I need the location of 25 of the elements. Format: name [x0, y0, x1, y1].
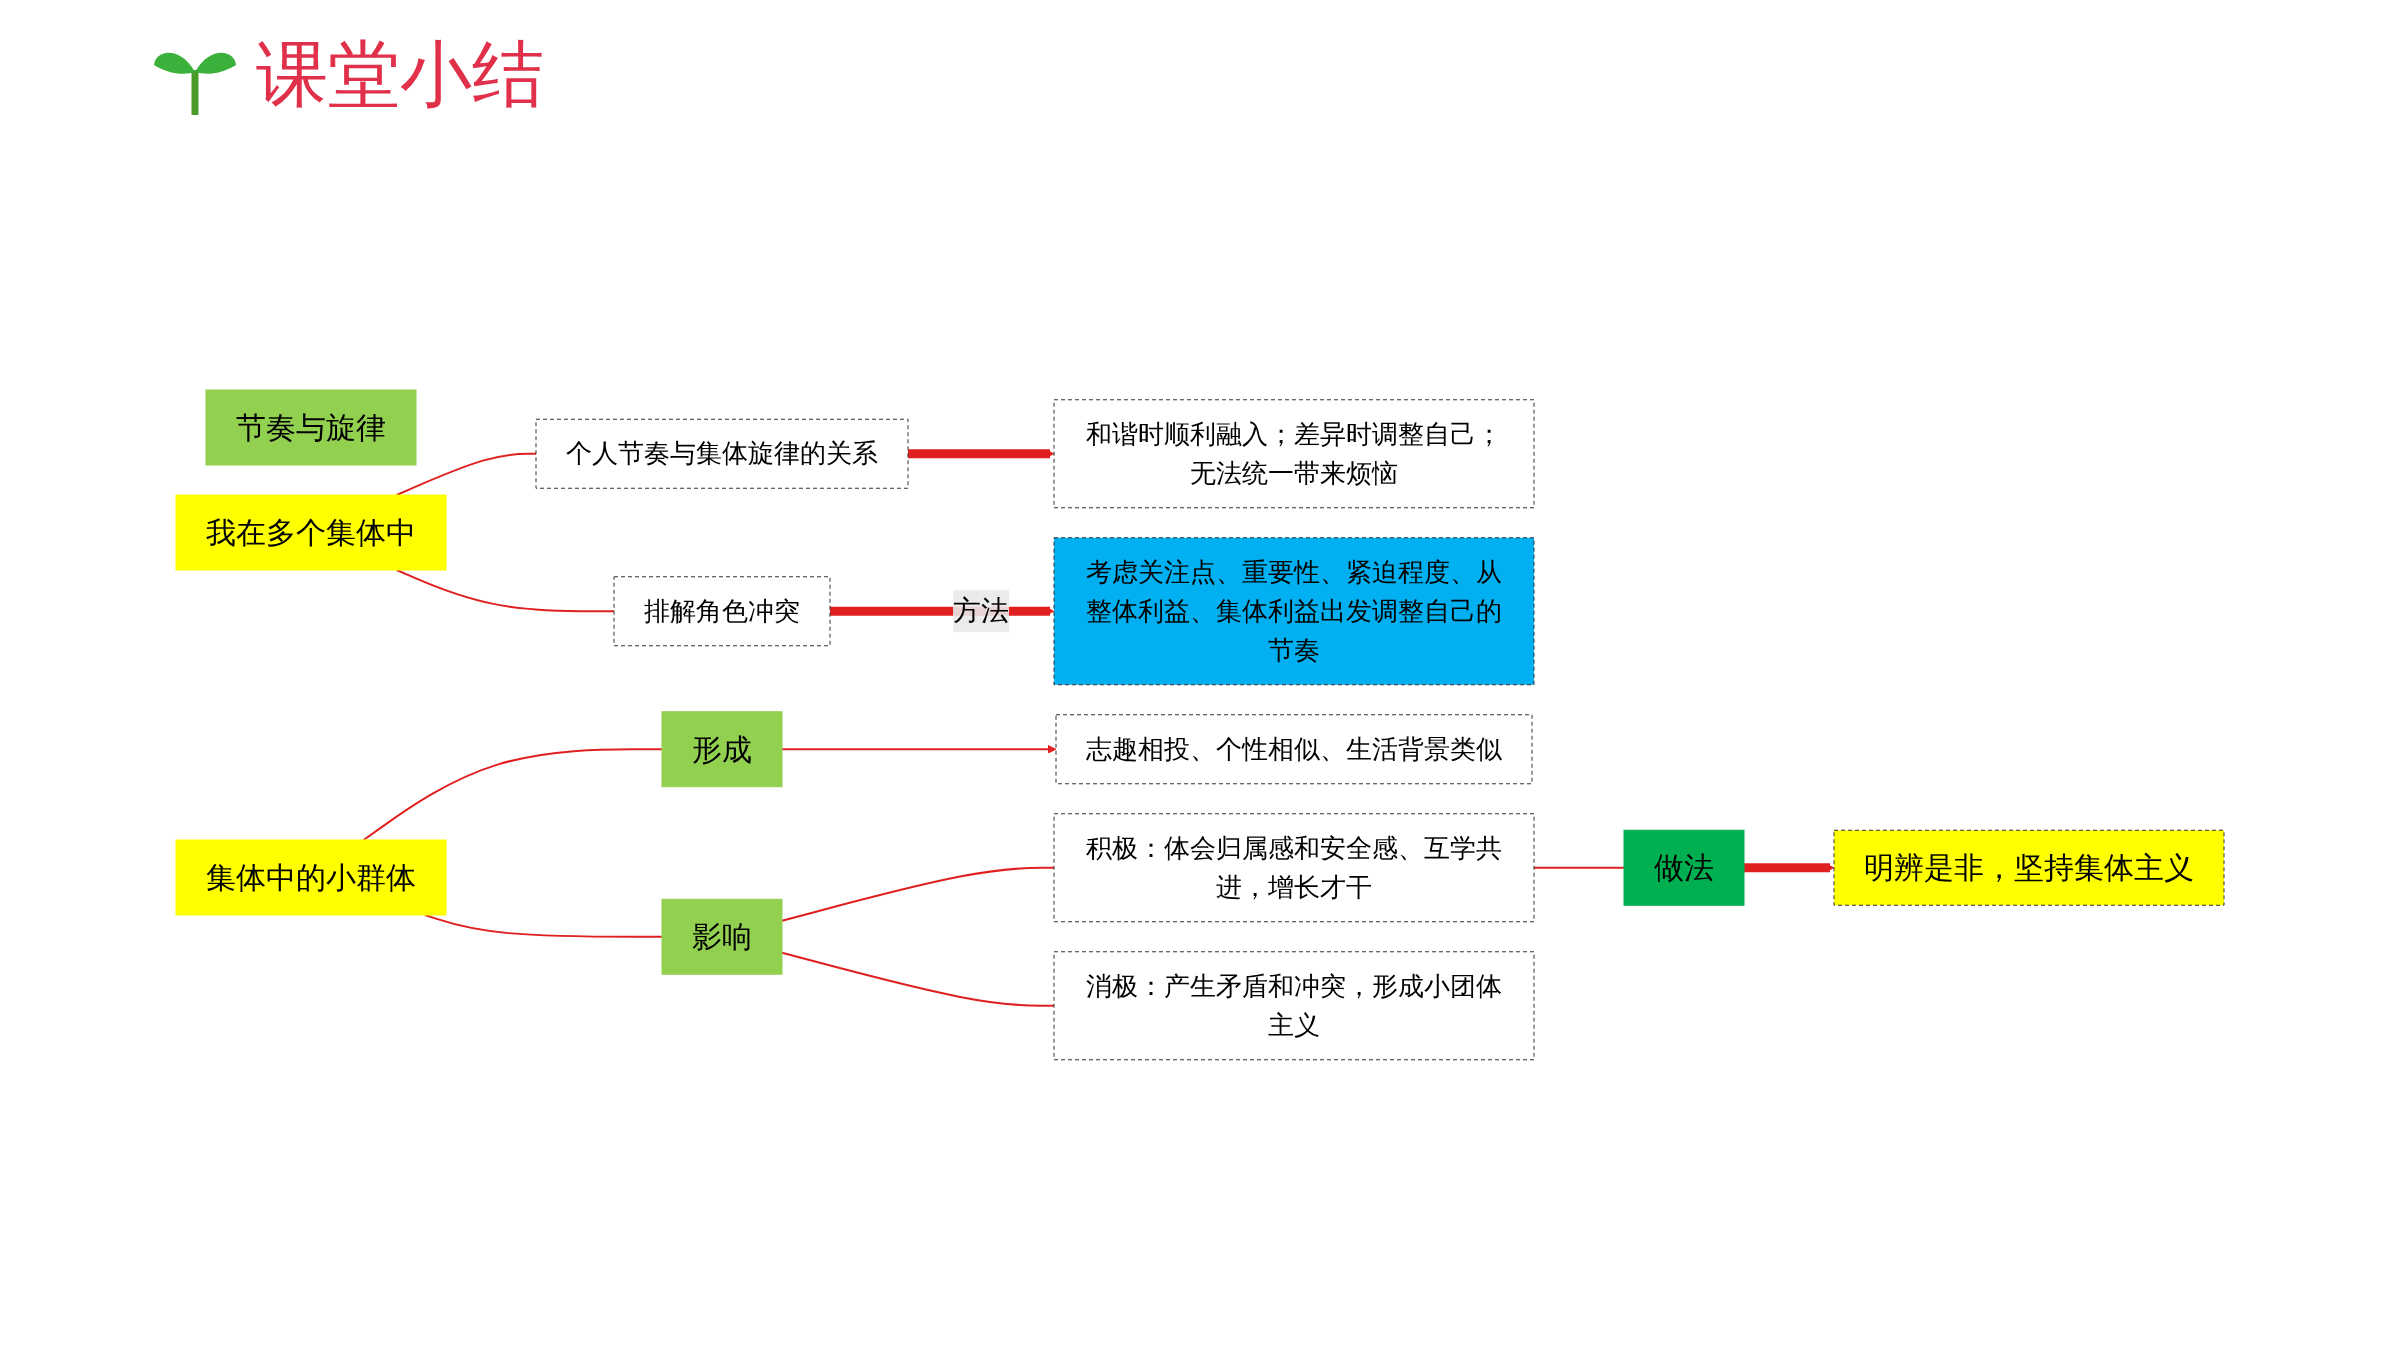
connector — [781, 866, 1055, 922]
connector — [395, 569, 615, 613]
node-box: 我在多个集体中 — [175, 494, 447, 571]
node-box: 志趣相投、个性相似、生活背景类似 — [1055, 714, 1533, 785]
slide-title: 课堂小结 — [256, 31, 544, 118]
node-box: 明辨是非，坚持集体主义 — [1833, 829, 2225, 906]
connector — [1533, 866, 1625, 869]
connector — [362, 748, 663, 842]
node-box: 考虑关注点、重要性、紧迫程度、从整体利益、集体利益出发调整自己的节奏 — [1053, 537, 1535, 686]
node-box: 排解角色冲突 — [613, 576, 831, 647]
node-box: 积极：体会归属感和安全感、互学共进，增长才干 — [1053, 813, 1535, 923]
connector — [395, 452, 537, 497]
connector — [781, 951, 1055, 1007]
arrow — [908, 449, 1055, 459]
node-box: 形成 — [661, 711, 783, 788]
arrow — [1744, 863, 1835, 873]
node-box: 影响 — [661, 898, 783, 975]
node-box: 节奏与旋律 — [205, 389, 417, 466]
arrow — [781, 745, 1057, 754]
node-box: 和谐时顺利融入；差异时调整自己；无法统一带来烦恼 — [1053, 399, 1535, 509]
node-box: 集体中的小群体 — [175, 839, 447, 916]
node-box: 消极：产生矛盾和冲突，形成小团体主义 — [1053, 951, 1535, 1061]
node-box: 做法 — [1623, 829, 1745, 906]
node-box: 个人节奏与集体旋律的关系 — [535, 418, 909, 489]
edge-label: 方法 — [953, 594, 1009, 628]
